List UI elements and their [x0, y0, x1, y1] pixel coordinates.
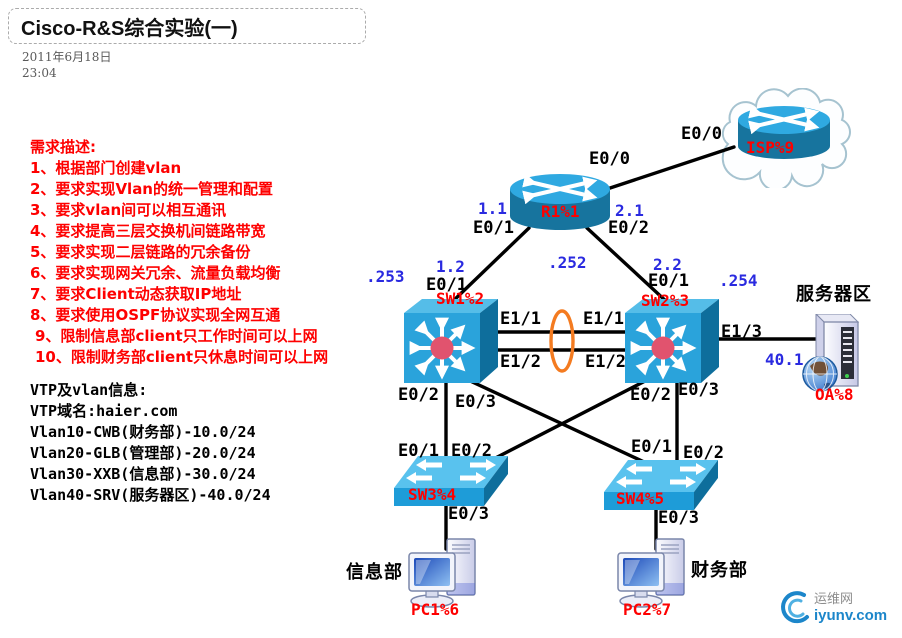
port-label-sw3-e0-2: E0/2	[451, 441, 492, 461]
port-label-sw3-e0-3: E0/3	[448, 504, 489, 524]
port-label-sw2-e0-3: E0/3	[678, 380, 719, 400]
requirement-item: 8、要求使用OSPF协议实现全网互通	[30, 306, 281, 324]
area-label-finance-dept: 财务部	[691, 560, 748, 581]
note-time: 23:04	[22, 66, 57, 80]
port-label-sw1-e1-2: E1/2	[500, 352, 541, 372]
ip-label-253: .253	[366, 267, 405, 286]
watermark-site-url[interactable]: iyunv.com	[814, 607, 888, 624]
vtp-info-block: VTP及vlan信息: VTP域名:haier.com Vlan10-CWB(财…	[30, 380, 271, 506]
vtp-heading: VTP及vlan信息:	[30, 381, 148, 399]
globe-icon	[802, 356, 838, 392]
vtp-line: VTP域名:haier.com	[30, 402, 178, 420]
ip-label-2-1: 2.1	[615, 201, 644, 220]
note-date: 2011年6月18日	[22, 50, 112, 64]
sw4-switch-icon	[604, 460, 718, 510]
port-label-sw2-e1-2: E1/2	[585, 352, 626, 372]
requirements-heading: 需求描述:	[30, 138, 96, 156]
port-label-sw1-e0-1: E0/1	[426, 275, 467, 295]
port-label-sw1-e1-1: E1/1	[500, 309, 541, 329]
port-label-sw2-e1-1: E1/1	[583, 309, 624, 329]
oa-server-icon	[802, 314, 860, 392]
ip-label-2-2: 2.2	[653, 255, 682, 274]
requirement-item: 7、要求Client动态获取IP地址	[30, 285, 242, 303]
page-title-box[interactable]: Cisco-R&S综合实验(一)	[8, 8, 366, 44]
requirement-item: 10、限制财务部client只休息时间可以上网	[35, 348, 329, 366]
watermark[interactable]: 运维网 iyunv.com	[776, 586, 887, 630]
requirement-item: 5、要求实现二层链路的冗余备份	[30, 243, 251, 261]
pc2-icon	[617, 538, 685, 608]
requirements-list: 1、根据部门创建vlan 2、要求实现Vlan的统一管理和配置 3、要求vlan…	[30, 158, 328, 368]
ip-label-40-1: 40.1	[765, 350, 804, 369]
vtp-line: Vlan40-SRV(服务器区)-40.0/24	[30, 486, 271, 504]
etherchannel-ring	[549, 309, 575, 373]
requirement-item: 2、要求实现Vlan的统一管理和配置	[30, 180, 273, 198]
device-label-sw1: SW1%2	[436, 289, 485, 308]
requirements-block: 需求描述: 1、根据部门创建vlan 2、要求实现Vlan的统一管理和配置 3、…	[30, 137, 328, 368]
requirement-item: 9、限制信息部client只工作时间可以上网	[35, 327, 318, 345]
sw3-switch-icon	[394, 456, 508, 506]
port-label-isp-e0-0: E0/0	[681, 124, 722, 144]
port-label-sw2-e0-1: E0/1	[648, 271, 689, 291]
device-label-sw4: SW4%5	[616, 489, 665, 508]
ip-label-254: .254	[719, 271, 758, 290]
page-title: Cisco-R&S综合实验(一)	[21, 17, 238, 40]
isp-router-icon	[738, 104, 830, 159]
sw2-multilayer-switch-icon	[625, 299, 719, 383]
device-label-isp: ISP%9	[746, 138, 795, 157]
device-label-sw2: SW2%3	[641, 291, 690, 310]
port-label-r1-e0-2: E0/2	[608, 218, 649, 238]
device-label-oa: OA%8	[815, 385, 854, 404]
link-r1-sw1	[449, 226, 531, 305]
port-label-sw3-e0-1: E0/1	[398, 441, 439, 461]
link-sw2-sw3	[478, 377, 651, 468]
port-label-sw4-e0-3: E0/3	[658, 508, 699, 528]
vtp-line: Vlan30-XXB(信息部)-30.0/24	[30, 465, 256, 483]
requirement-item: 4、要求提高三层交换机间链路带宽	[30, 222, 266, 240]
ip-label-1-1: 1.1	[478, 199, 507, 218]
r1-router-icon	[510, 173, 610, 230]
port-label-r1-e0-1: E0/1	[473, 218, 514, 238]
watermark-logo-icon	[781, 591, 809, 624]
link-r1-isp	[596, 145, 736, 194]
pc1-icon	[408, 538, 476, 608]
requirement-item: 1、根据部门创建vlan	[30, 159, 182, 177]
requirement-item: 6、要求实现网关冗余、流量负载均衡	[30, 264, 281, 282]
port-label-sw2-e1-3: E1/3	[721, 322, 762, 342]
port-label-sw2-e0-2: E0/2	[630, 385, 671, 405]
port-label-sw4-e0-1: E0/1	[631, 437, 672, 457]
ip-label-1-2: 1.2	[436, 257, 465, 276]
isp-cloud-icon	[721, 88, 851, 188]
port-label-sw1-e0-2: E0/2	[398, 385, 439, 405]
device-label-r1: R1%1	[541, 202, 580, 221]
area-label-server-zone: 服务器区	[796, 284, 872, 305]
link-r1-sw2	[585, 226, 670, 305]
device-label-pc1: PC1%6	[411, 600, 460, 619]
vtp-line: Vlan20-GLB(管理部)-20.0/24	[30, 444, 256, 462]
device-label-pc2: PC2%7	[623, 600, 672, 619]
vtp-line: Vlan10-CWB(财务部)-10.0/24	[30, 423, 256, 441]
port-label-sw1-e0-3: E0/3	[455, 392, 496, 412]
device-label-sw3: SW3%4	[408, 485, 457, 504]
port-label-sw4-e0-2: E0/2	[683, 443, 724, 463]
requirement-item: 3、要求vlan间可以相互通讯	[30, 201, 227, 219]
area-label-info-dept: 信息部	[346, 562, 403, 583]
port-label-r1-e0-0: E0/0	[589, 149, 630, 169]
sw1-multilayer-switch-icon	[404, 299, 498, 383]
ip-label-252: .252	[548, 253, 587, 272]
watermark-site-name: 运维网	[814, 592, 854, 607]
